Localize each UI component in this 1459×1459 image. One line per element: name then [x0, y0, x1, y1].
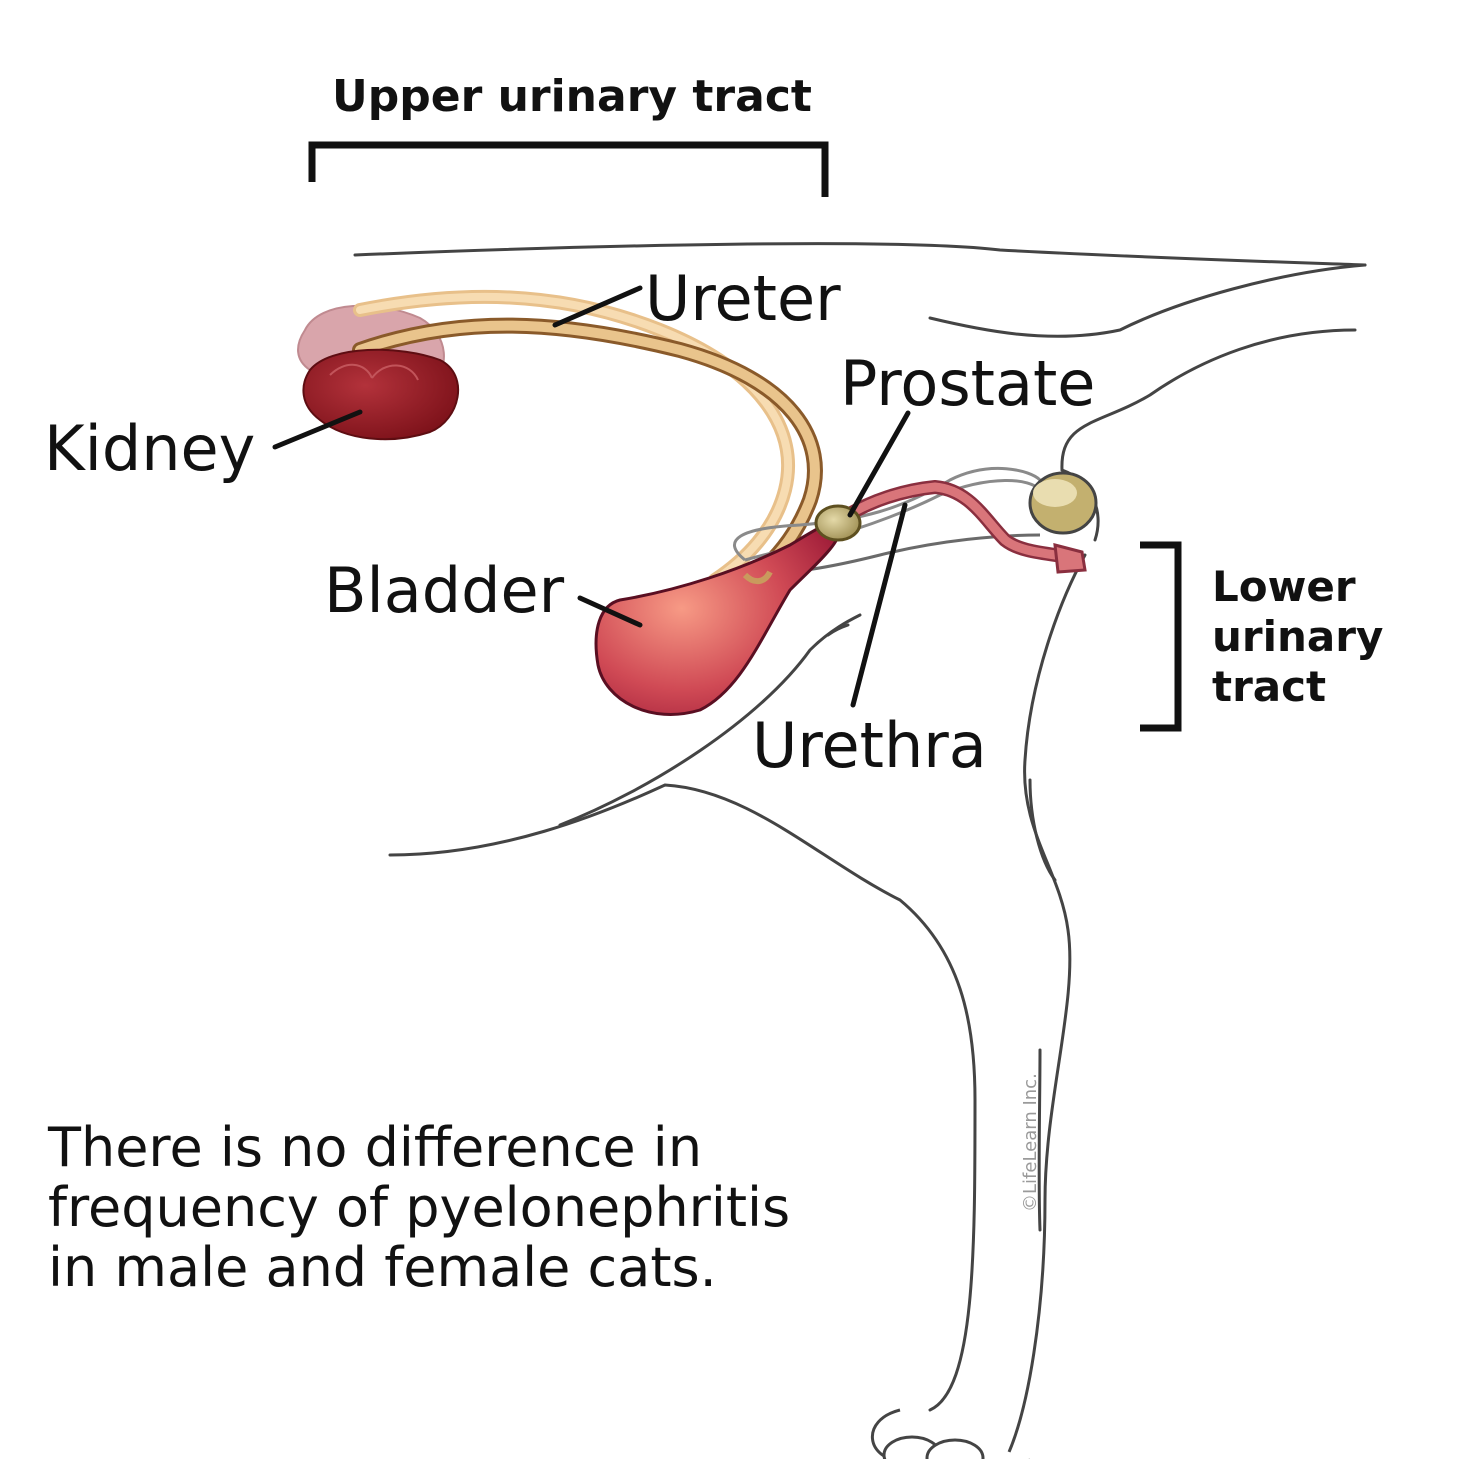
bladder-leader — [577, 595, 643, 628]
penis-tip — [1053, 543, 1087, 574]
ureter-label: Ureter — [645, 262, 841, 335]
upper-tract-bracket — [308, 141, 829, 197]
lower-tract-label: Lower urinary tract — [1212, 562, 1383, 712]
urethra-leader — [850, 502, 908, 708]
lower-tract-bracket — [1140, 541, 1182, 732]
kidney-leader — [272, 409, 363, 450]
lower-tract-line-3: tract — [1212, 662, 1327, 711]
ureter-front-inner — [355, 320, 820, 585]
kidney-label: Kidney — [44, 412, 256, 485]
watermark: ©LifeLearn Inc. — [1020, 1073, 1041, 1212]
bladder-label: Bladder — [324, 554, 565, 627]
ureter-leader — [552, 285, 643, 328]
caption-line-3: in male and female cats. — [48, 1236, 717, 1299]
caption-line-1: There is no difference in — [48, 1116, 703, 1179]
prostate-leader — [847, 410, 911, 518]
bladder — [594, 520, 843, 716]
lower-tract-line-1: Lower — [1212, 562, 1356, 611]
prostate-label: Prostate — [840, 347, 1096, 420]
urethra-label: Urethra — [752, 709, 987, 782]
caption-line-2: frequency of pyelonephritis — [48, 1176, 791, 1239]
lower-tract-line-2: urinary — [1212, 612, 1384, 661]
cat-paw — [871, 1408, 1030, 1459]
caption-text: There is no difference in frequency of p… — [48, 1118, 790, 1298]
leader-lines — [272, 285, 911, 708]
upper-tract-label: Upper urinary tract — [332, 71, 812, 122]
